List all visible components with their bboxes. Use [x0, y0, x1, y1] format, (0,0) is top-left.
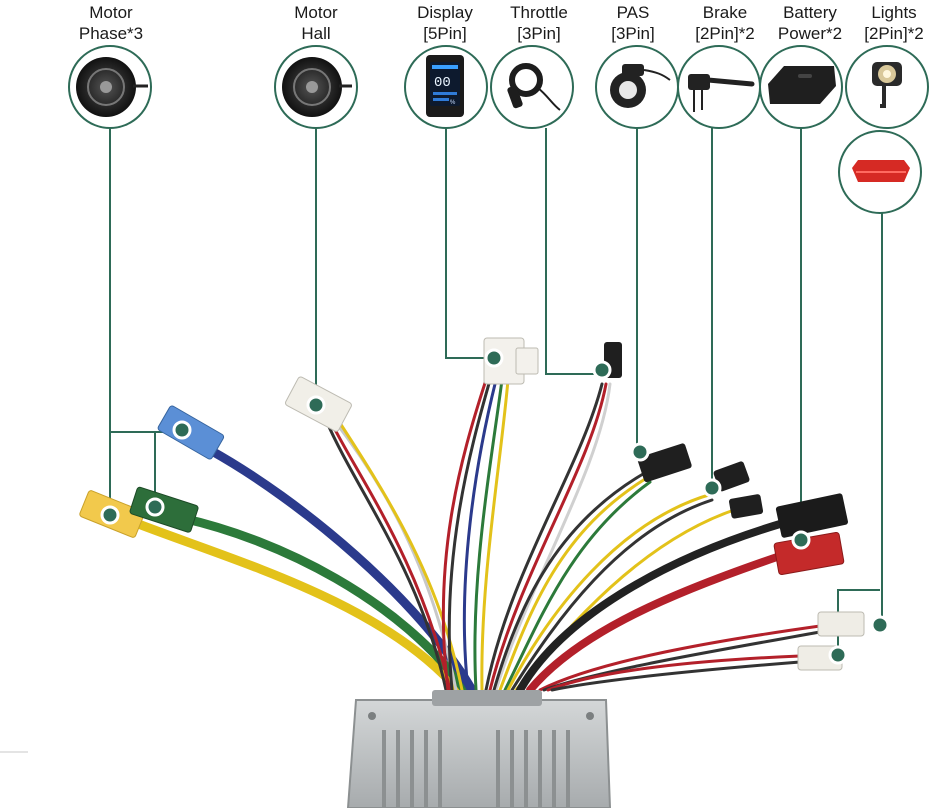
label-motor-hall-line2: Hall	[301, 24, 331, 43]
connector-dots	[100, 348, 890, 665]
label-brake: Brake [2Pin]*2	[680, 2, 770, 44]
lcd-display-icon: 00 %	[426, 55, 464, 117]
label-motor-phase: Motor Phase*3	[62, 2, 160, 44]
dot-motor-hall	[306, 395, 326, 415]
dot-motor-phase-blue	[172, 420, 192, 440]
label-pas: PAS [3Pin]	[590, 2, 676, 44]
label-lights-line2: [2Pin]*2	[864, 24, 924, 43]
dot-motor-phase-green	[145, 497, 165, 517]
throttle-icon-frame	[490, 45, 574, 129]
leader-lines	[109, 128, 883, 655]
label-throttle: Throttle [3Pin]	[494, 2, 584, 44]
wire-display-black	[447, 378, 492, 692]
connector-brake-2	[729, 494, 764, 519]
label-display: Display [5Pin]	[400, 2, 490, 44]
brake-lever-icon	[688, 74, 755, 112]
dot-display	[484, 348, 504, 368]
dot-lights-2	[828, 645, 848, 665]
controller-box	[346, 690, 612, 808]
wire-battery-red	[526, 552, 784, 694]
dot-motor-phase-yellow	[100, 505, 120, 525]
thumb-throttle-icon	[507, 63, 561, 111]
label-brake-line2: [2Pin]*2	[695, 24, 755, 43]
connector-light-1	[817, 611, 865, 637]
dot-pas	[630, 442, 650, 462]
wire-pas-yellow	[498, 474, 652, 692]
label-lights-line1: Lights	[871, 3, 917, 22]
rear-light-icon	[852, 160, 910, 182]
wire-bundle	[123, 378, 822, 695]
label-display-line1: Display	[417, 3, 473, 22]
label-throttle-line2: [3Pin]	[517, 24, 561, 43]
connector-pas	[637, 443, 692, 483]
controller-screw-1	[368, 712, 376, 720]
label-motor-phase-line2: Phase*3	[78, 24, 144, 43]
wire-display-yellow	[480, 378, 510, 692]
wire-hall-red	[328, 418, 452, 692]
label-motor-hall: Motor Hall	[270, 2, 362, 44]
wire-battery-black	[516, 520, 784, 694]
label-lights: Lights [2Pin]*2	[852, 2, 936, 44]
leader-lights	[837, 212, 883, 655]
wire-throttle-black	[484, 382, 604, 692]
label-display-line2: [5Pin]	[423, 24, 467, 43]
label-battery: Battery Power*2	[766, 2, 854, 44]
label-battery-line2: Power*2	[777, 24, 843, 43]
wire-hall-yellow	[336, 418, 464, 692]
lights-icon-frame	[845, 45, 929, 129]
wire-pas-green	[503, 480, 652, 692]
label-pas-line2: [3Pin]	[611, 24, 655, 43]
wire-display-red	[441, 378, 488, 692]
dot-throttle	[592, 360, 612, 380]
label-motor-hall-line1: Motor	[294, 3, 338, 22]
controller-screw-2	[586, 712, 594, 720]
pas-sensor-icon	[610, 64, 671, 108]
wire-throttle-red	[488, 382, 608, 692]
wire-display-green	[473, 378, 504, 692]
label-battery-line1: Battery	[783, 3, 837, 22]
leader-motor-phase	[109, 128, 182, 515]
wire-hall-black	[324, 418, 448, 692]
dot-lights-1	[870, 615, 890, 635]
wire-pas-black	[492, 468, 652, 692]
wire-light-red-1	[538, 624, 822, 692]
dot-brake	[702, 478, 722, 498]
wire-brake-yellow-1	[506, 492, 714, 692]
wire-brake-black-1	[510, 498, 714, 692]
label-motor-phase-line1: Motor	[89, 3, 133, 22]
leader-throttle	[545, 128, 602, 375]
wire-display-blue	[462, 378, 498, 692]
connector-battery-black	[775, 493, 848, 538]
wire-phase-yellow	[123, 515, 463, 695]
leader-display	[445, 128, 494, 359]
headlight-icon	[872, 62, 902, 108]
label-brake-line1: Brake	[702, 3, 748, 22]
display-percent-readout: %	[450, 100, 456, 106]
wire-light-black-2	[550, 660, 802, 692]
display-speed-readout: 00	[434, 75, 451, 91]
hub-motor-hall-icon	[282, 57, 352, 117]
connector-brake-1	[713, 461, 750, 492]
dot-battery	[791, 530, 811, 550]
label-throttle-line1: Throttle	[510, 3, 568, 22]
label-pas-line1: PAS	[616, 3, 650, 22]
battery-pack-icon	[768, 66, 836, 104]
hub-motor-icon	[76, 57, 148, 117]
wire-throttle-white	[494, 382, 612, 692]
wire-light-red-2	[546, 654, 802, 692]
